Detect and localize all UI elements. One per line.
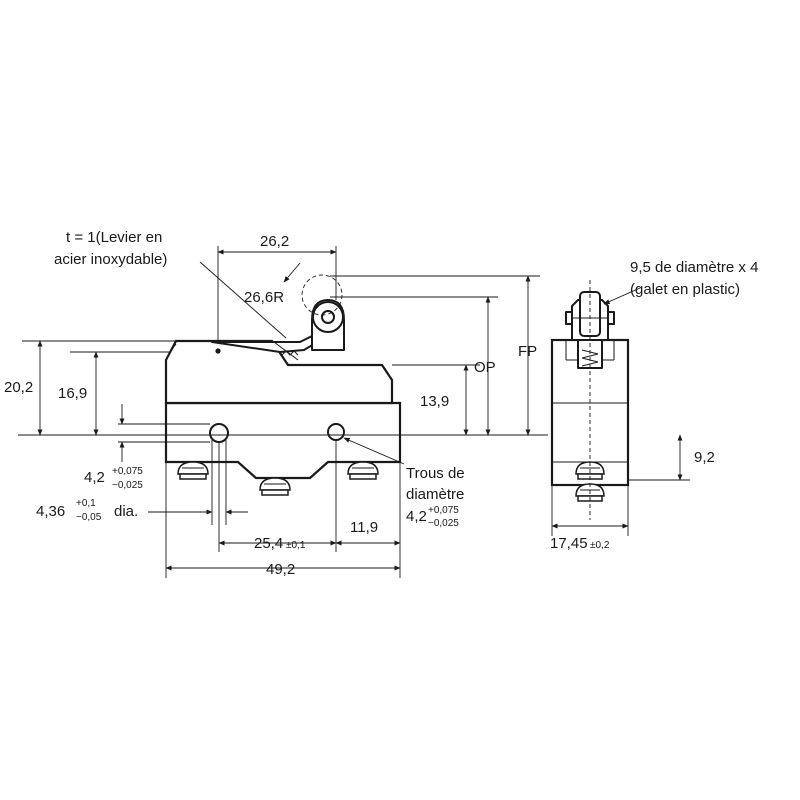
dim-13-9: 13,9 [420,393,449,410]
dim-17-45-main: 17,45 [550,535,588,552]
lever-note-line1: t = 1(Levier en [66,229,162,246]
dim-11-9: 11,9 [350,519,378,536]
roller-note-line2: (galet en plastic) [630,281,740,298]
front-view [18,246,548,578]
terminal-screw-right [347,461,379,480]
terminal-screw-center [259,477,291,496]
terminal-screw-left [177,461,209,480]
dim-25-4-tol: ±0,1 [286,540,306,551]
fp-label: FP [518,343,537,360]
trous-plus: +0,075 [428,505,459,516]
dim-16-9: 16,9 [58,385,87,402]
dim-20-2: 20,2 [4,379,33,396]
hole-4-36-plus: +0,1 [76,498,96,509]
op-label: OP [474,359,496,376]
hole-4-2-plus: +0,075 [112,466,143,477]
dim-26-6r: 26,6R [244,289,284,306]
trous-line2: diamètre [406,486,464,503]
dim-17-45-tol: ±0,2 [590,540,610,551]
hole-4-36-main: 4,36 [36,503,65,520]
labels: t = 1(Levier en acier inoxydable) 26,2 2… [4,229,758,578]
pivot-pin [215,348,221,354]
lever-note-line2: acier inoxydable) [54,251,167,268]
hole-4-2-minus: −0,025 [112,480,143,491]
hole-4-36-suffix: dia. [114,503,138,520]
hole-4-36-minus: −0,05 [76,512,102,523]
dim-49-2: 49,2 [266,561,295,578]
dim-25-4-main: 25,4 [254,535,283,552]
side-view [550,280,690,536]
mounting-hole-round [327,423,345,441]
trous-line1: Trous de [406,465,465,482]
trous-main: 4,2 [406,508,427,525]
trous-minus: −0,025 [428,518,459,529]
dim-26-2: 26,2 [260,233,289,250]
mounting-hole-slot [209,423,229,443]
front-housing-upper [164,339,394,405]
hole-4-2-main: 4,2 [84,469,105,486]
dim-9-2: 9,2 [694,449,715,466]
roller-note-line1: 9,5 de diamètre x 4 [630,259,758,276]
